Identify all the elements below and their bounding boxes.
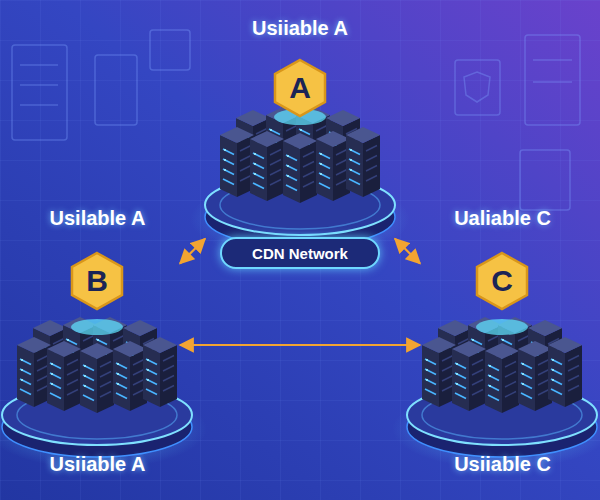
decor-slot — [533, 59, 572, 61]
decor-slot — [20, 104, 58, 106]
hexagon-badge: B — [72, 253, 122, 309]
decor-shield — [464, 72, 490, 102]
server-cluster-art — [392, 317, 600, 469]
network-name: CDN Network — [222, 239, 378, 267]
decor-slot — [533, 81, 572, 83]
decor-server — [520, 150, 570, 210]
badge-letter: B — [72, 253, 122, 309]
server-cluster: Usiiable A A CDN Network — [205, 15, 395, 275]
decor-server — [95, 55, 137, 125]
badge-letter: A — [275, 60, 325, 116]
decor-shield-box — [455, 60, 500, 115]
hexagon-badge: C — [477, 253, 527, 309]
network-link — [180, 239, 205, 264]
hexagon-outline — [477, 253, 527, 309]
cluster-heading: Usiiable A — [205, 15, 395, 41]
network-link — [395, 239, 420, 264]
server-cluster: Usilable A Usiiable A B — [15, 205, 180, 485]
hexagon-outline — [275, 60, 325, 116]
hexagon-badge: A — [275, 60, 325, 116]
decor-server — [150, 30, 190, 70]
network-label: CDN Network — [220, 237, 380, 269]
cluster-caption: Usiiable C — [420, 451, 585, 477]
network-link — [180, 344, 420, 346]
server-cluster: Ualiable C Usiiable C C — [420, 205, 585, 485]
decor-server — [12, 45, 67, 140]
decor-server — [525, 35, 580, 125]
cluster-heading: Ualiable C — [420, 205, 585, 231]
decor-slot — [20, 84, 58, 86]
server-cluster-art — [0, 317, 207, 469]
cluster-heading: Usilable A — [15, 205, 180, 231]
hexagon-outline — [72, 253, 122, 309]
decor-slot — [20, 64, 58, 66]
cluster-caption: Usiiable A — [15, 451, 180, 477]
badge-letter: C — [477, 253, 527, 309]
